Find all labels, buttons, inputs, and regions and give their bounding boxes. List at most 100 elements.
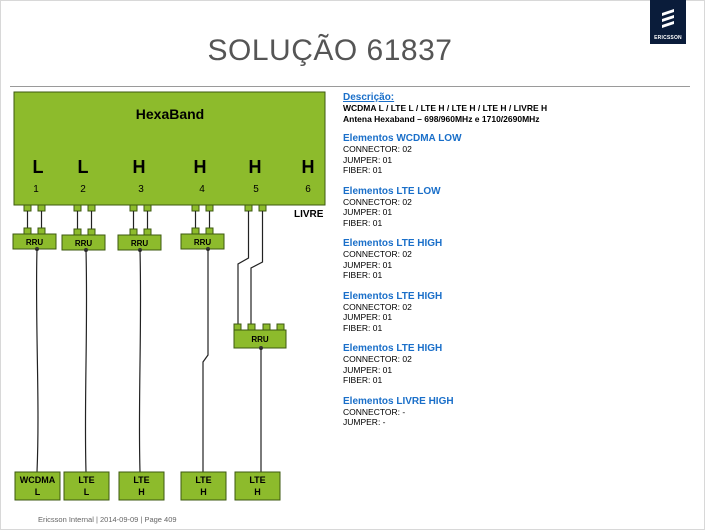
jumper-4 [194, 211, 211, 228]
jumper-5b [250, 211, 264, 324]
jumper-2 [76, 211, 93, 229]
bottom-unit-2-band: L [83, 487, 90, 497]
antenna-connector [143, 204, 152, 212]
antenna-connector [129, 204, 138, 212]
bottom-unit-5-band: H [254, 487, 261, 497]
antenna-connector [205, 204, 214, 212]
port-band-2: L [77, 157, 89, 177]
section-livre-high: Elementos LIVRE HIGH CONNECTOR: - JUMPER… [343, 396, 643, 428]
description-heading: Descrição: [343, 92, 395, 103]
port-number-3: 3 [138, 184, 144, 195]
bottom-unit-4-tech: LTE [195, 475, 212, 485]
rru-connector [276, 323, 285, 331]
description-panel: Descrição: WCDMA L / LTE L / LTE H / LTE… [343, 92, 643, 428]
bottom-unit-4-band: H [200, 487, 207, 497]
bottom-unit-2 [63, 471, 110, 501]
rru-units [12, 233, 287, 349]
rru-1-label: RRU [25, 238, 44, 247]
slide-title: SOLUÇÃO 61837 [207, 34, 453, 67]
rru-2-label: RRU [74, 239, 93, 248]
section-line: CONNECTOR: 02 [343, 301, 412, 312]
slide-footer: Ericsson Internal | 2014-09-09 | Page 40… [38, 515, 177, 524]
section-lte-high-2: Elementos LTE HIGH CONNECTOR: 02 JUMPER:… [343, 291, 643, 334]
section-line: FIBER: 01 [343, 375, 383, 385]
ericsson-logo-text: ERICSSON [654, 35, 682, 41]
rru-2 [61, 234, 106, 251]
section-lte-high-1: Elementos LTE HIGH CONNECTOR: 02 JUMPER:… [343, 238, 643, 281]
section-heading: Elementos WCDMA LOW [343, 133, 462, 144]
fiber-3 [138, 249, 142, 473]
bottom-unit-3-band: H [138, 487, 145, 497]
title-divider [10, 86, 690, 87]
section-heading: Elementos LTE LOW [343, 185, 441, 197]
port-free-label: LIVRE [294, 209, 324, 220]
rru-connector [73, 228, 82, 236]
section-line: JUMPER: 01 [343, 207, 393, 217]
section-line: FIBER: 01 [343, 322, 383, 333]
section-line: JUMPER: 01 [343, 312, 393, 322]
rru-3-label: RRU [130, 239, 149, 248]
bottom-units [14, 471, 281, 501]
antenna-connector [23, 204, 32, 212]
rru-5-label: RRU [251, 335, 269, 344]
hexaband-antenna [13, 91, 326, 206]
rru-connector [37, 227, 46, 235]
bottom-unit-2-label: LTE L [64, 474, 109, 498]
rru-connector [87, 228, 96, 236]
jumper-1 [26, 211, 43, 228]
section-line: CONNECTOR: 02 [343, 196, 412, 207]
bottom-unit-1-tech: WCDMA [19, 475, 56, 485]
antenna-connector [73, 204, 82, 212]
port-band-6: H [301, 157, 315, 177]
port-number-6: 6 [305, 184, 311, 195]
section-line: CONNECTOR: 02 [343, 354, 412, 364]
port-band-5: H [248, 157, 262, 177]
port-number-2: 2 [80, 184, 86, 195]
section-line: JUMPER: 01 [343, 259, 393, 270]
rru-4 [180, 233, 225, 250]
rru-connector [205, 227, 214, 235]
bottom-unit-1-band: L [34, 487, 41, 497]
bottom-unit-3 [118, 471, 165, 501]
bottom-unit-4 [180, 471, 227, 501]
section-heading: Elementos LIVRE HIGH [343, 395, 454, 407]
section-lte-low: Elementos LTE LOW CONNECTOR: 02 JUMPER: … [343, 186, 643, 229]
jumper-5a [237, 211, 250, 324]
bottom-unit-5-label: LTE H [235, 474, 280, 498]
fiber-1 [35, 248, 39, 473]
rru-connector [262, 323, 271, 331]
bottom-unit-3-tech: LTE [133, 475, 150, 485]
rru-4-label: RRU [193, 238, 212, 247]
port-band-1: L [32, 157, 44, 177]
antenna-connectors [23, 204, 267, 212]
antenna-connector [37, 204, 46, 212]
section-heading: Elementos LTE HIGH [343, 290, 443, 302]
port-number-4: 4 [199, 184, 205, 195]
bottom-unit-1 [14, 471, 61, 501]
description-line: WCDMA L / LTE L / LTE H / LTE H / LTE H … [343, 103, 548, 113]
section-heading: Elementos LTE HIGH [343, 343, 443, 354]
antenna-connector [87, 204, 96, 212]
antenna-connector [191, 204, 200, 212]
antenna-connector [244, 204, 253, 212]
antenna-connector [258, 204, 267, 212]
section-line: JUMPER: - [343, 417, 386, 427]
section-line: JUMPER: 01 [343, 154, 393, 165]
section-line: CONNECTOR: 02 [343, 249, 412, 259]
bottom-unit-5 [234, 471, 281, 501]
ericsson-logo-icon [662, 9, 674, 28]
fiber-4 [202, 249, 209, 472]
port-band-4: H [193, 157, 207, 177]
section-line: CONNECTOR: - [343, 406, 406, 417]
bottom-unit-5-tech: LTE [249, 475, 266, 485]
rru-connector [247, 323, 256, 331]
section-line: FIBER: 01 [343, 165, 383, 175]
section-wcdma-low: Elementos WCDMA LOW CONNECTOR: 02 JUMPER… [343, 133, 643, 176]
port-number-1: 1 [33, 184, 39, 195]
rru-connector [233, 323, 242, 331]
antenna-name: HexaBand [135, 106, 205, 122]
jumpers [26, 211, 264, 324]
rru-1 [12, 233, 57, 250]
fiber-2 [84, 249, 88, 473]
